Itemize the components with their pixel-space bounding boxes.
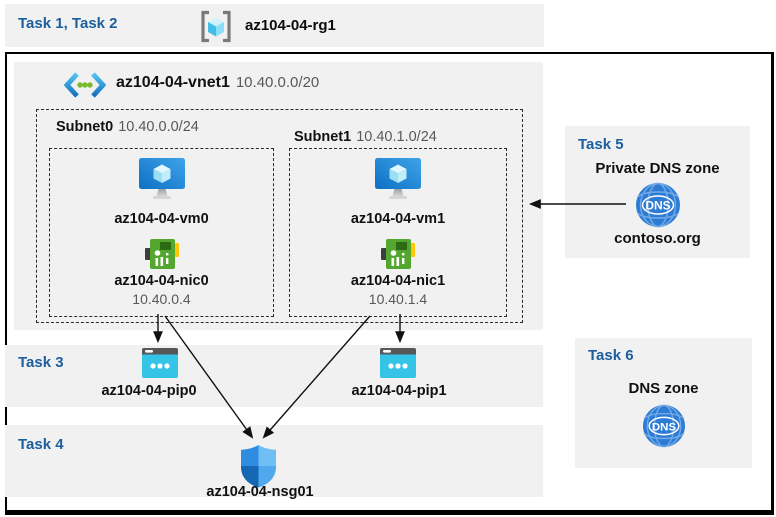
- resource-group-name: az104-04-rg1: [245, 17, 336, 34]
- nic1-icon: [290, 237, 506, 271]
- dns-zone-icon: DNS: [575, 404, 752, 448]
- vm1-label: az104-04-vm1: [350, 211, 446, 227]
- vnet-title: az104-04-vnet1 10.40.0.0/20: [116, 74, 319, 92]
- subnet0-box: az104-04-vm0 az104-04-nic0: [49, 148, 274, 317]
- dns-icon-text: DNS: [651, 421, 676, 433]
- task5-box: Task 5 Private DNS zone DNS contoso.org: [565, 126, 750, 258]
- vnet-cidr: 10.40.0.0/20: [235, 74, 320, 91]
- nsg-shield-icon: [240, 444, 277, 493]
- task3-band: Task 3 az104-04-pip0 az104-04-pip1: [5, 345, 543, 407]
- private-dns-zone-title: Private DNS zone: [595, 160, 720, 177]
- pip0-label: az104-04-pip0: [101, 383, 197, 399]
- subnet1-box: az104-04-vm1 az104-04-nic1: [289, 148, 507, 317]
- task5-label: Task 5: [578, 136, 624, 153]
- private-dns-zone-name: contoso.org: [614, 230, 701, 247]
- task4-band: Task 4 az104-04-nsg01: [5, 425, 543, 500]
- nsg-label: az104-04-nsg01: [206, 484, 314, 500]
- resource-group-icon: [199, 10, 233, 48]
- dns-zone-title: DNS zone: [628, 380, 699, 397]
- task6-box: Task 6 DNS zone DNS: [575, 338, 752, 468]
- task3-label: Task 3: [18, 354, 64, 371]
- resource-group-band: Task 1, Task 2 az104-04-rg1: [5, 4, 544, 47]
- nic1-label: az104-04-nic1: [350, 273, 446, 289]
- subnet0-cidr: 10.40.0.0/24: [118, 119, 199, 135]
- dns-icon-text: DNS: [645, 199, 670, 213]
- task4-label: Task 4: [18, 436, 64, 453]
- vnet-name: az104-04-vnet1: [116, 74, 230, 91]
- private-dns-zone-icon: DNS: [565, 182, 750, 228]
- environment-boundary-box: [5, 52, 774, 515]
- pip0-icon: [142, 348, 178, 383]
- vm0-icon: [50, 157, 273, 203]
- nic0-label: az104-04-nic0: [114, 273, 209, 289]
- pip1-label: az104-04-pip1: [351, 383, 447, 399]
- nic1-ip: 10.40.1.4: [368, 291, 428, 307]
- vnet-icon: [63, 71, 107, 104]
- vm0-label: az104-04-vm0: [114, 211, 209, 227]
- vm1-icon: [290, 157, 506, 203]
- nic0-icon: [50, 237, 273, 271]
- task6-label: Task 6: [588, 347, 634, 364]
- pip1-icon: [380, 348, 416, 383]
- subnet1-name: Subnet1: [294, 129, 352, 145]
- subnet0-name: Subnet0: [56, 119, 114, 135]
- task-1-2-label: Task 1, Task 2: [18, 15, 118, 32]
- subnet1-cidr: 10.40.1.0/24: [356, 129, 437, 145]
- nic0-ip: 10.40.0.4: [132, 291, 191, 307]
